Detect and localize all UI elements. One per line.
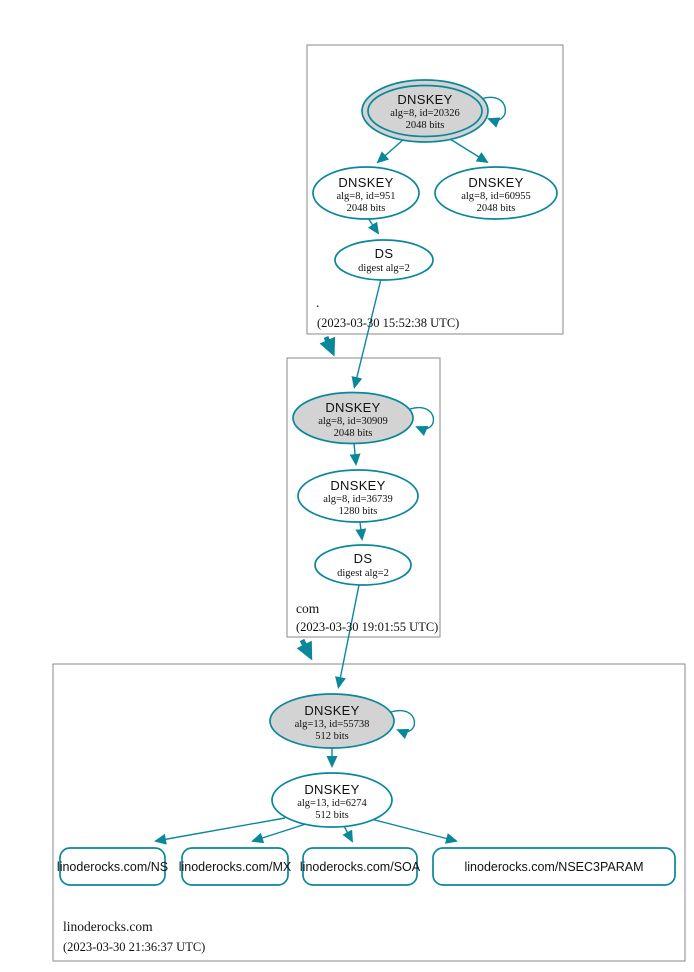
dnskey-zsk-com-detail: alg=8, id=36739	[323, 494, 393, 505]
zone-root: DNSKEY alg=8, id=20326 2048 bits DNSKEY …	[312, 79, 558, 330]
ds-root-title: DS	[375, 246, 394, 261]
ds-com-node[interactable]: DS digest alg=2	[314, 544, 412, 586]
ds-to-dnskey-arrow-com-linoderocks	[335, 584, 360, 689]
rrset-nsec3param-label: linoderocks.com/NSEC3PARAM	[465, 860, 644, 874]
rrset-ns-label: linoderocks.com/NS	[57, 860, 168, 874]
rrset-mx-label: linoderocks.com/MX	[179, 860, 292, 874]
zone-label-com: com	[296, 601, 320, 616]
edge-com-ksk-to-zsk	[349, 442, 361, 466]
zone-timestamp-linoderocks: (2023-03-30 21:36:37 UTC)	[63, 940, 205, 954]
zone-timestamp-root: (2023-03-30 15:52:38 UTC)	[317, 316, 459, 330]
dnskey-ksk-linoderocks-node[interactable]: DNSKEY alg=13, id=55738 512 bits	[269, 693, 395, 749]
dnskey-zsk-root-bits: 2048 bits	[347, 203, 386, 214]
ds-root-detail: digest alg=2	[358, 263, 410, 274]
dnskey-zsk-linoderocks-detail: alg=13, id=6274	[297, 798, 367, 809]
dnskey-zsk-linoderocks-bits: 512 bits	[315, 810, 349, 821]
trust-anchor-inner-ring	[367, 84, 483, 138]
dnskey-ksk-com-node[interactable]: DNSKEY alg=8, id=30909 2048 bits	[292, 391, 414, 445]
dnskey-ksk-linoderocks-detail: alg=13, id=55738	[295, 719, 370, 730]
dnskey-zsk-root-title: DNSKEY	[338, 175, 393, 190]
dnskey-ksk-root-title: DNSKEY	[397, 92, 452, 107]
edge-zsk-to-soa	[342, 825, 353, 843]
rrset-node-ns[interactable]: linoderocks.com/NS	[57, 847, 168, 886]
dnskey-zsk2-root-bits: 2048 bits	[477, 203, 516, 214]
rrset-node-soa[interactable]: linoderocks.com/SOA	[300, 847, 421, 886]
dnskey-zsk2-root-node[interactable]: DNSKEY alg=8, id=60955 2048 bits	[434, 166, 558, 220]
zone-box-com	[286, 357, 441, 638]
dnskey-ksk-root-bits: 2048 bits	[406, 120, 445, 131]
delegation-arrow-root-com	[319, 336, 336, 357]
dnskey-zsk2-root-title: DNSKEY	[468, 175, 523, 190]
dnskey-ksk-linoderocks-bits: 512 bits	[315, 731, 349, 742]
ds-com-detail: digest alg=2	[337, 568, 389, 579]
edge-zsk-to-mx	[251, 822, 310, 844]
zone-box-root	[306, 44, 564, 335]
dnskey-ksk-com-bits: 2048 bits	[334, 428, 373, 439]
zone-timestamp-com: (2023-03-30 19:01:55 UTC)	[296, 620, 438, 634]
edge-root-ksk-to-zsk2	[449, 138, 489, 164]
dnskey-zsk2-root-detail: alg=8, id=60955	[461, 191, 531, 202]
dnskey-ksk-linoderocks-title: DNSKEY	[304, 703, 359, 718]
dnskey-ksk-com-title: DNSKEY	[325, 400, 380, 415]
edge-root-zsk-to-ds	[367, 217, 380, 235]
dnskey-zsk-com-title: DNSKEY	[330, 478, 385, 493]
edge-zsk-to-ns	[154, 817, 286, 845]
zone-label-root: .	[316, 295, 319, 310]
delegation-arrow-com-linoderocks	[296, 638, 313, 661]
dnskey-zsk-linoderocks-title: DNSKEY	[304, 782, 359, 797]
rrset-soa-label: linoderocks.com/SOA	[300, 860, 421, 874]
rrset-node-nsec3param[interactable]: linoderocks.com/NSEC3PARAM	[432, 847, 676, 886]
edge-com-zsk-to-ds	[355, 521, 367, 541]
dnskey-ksk-com-detail: alg=8, id=30909	[318, 416, 388, 427]
edge-linoderocks-ksk-self-loop	[390, 709, 416, 740]
zone-com: DNSKEY alg=8, id=30909 2048 bits DNSKEY …	[292, 391, 438, 634]
edge-root-ksk-self-loop	[480, 96, 506, 128]
edge-zsk-to-nsec3param	[370, 818, 458, 844]
dnskey-zsk-root-node[interactable]: DNSKEY alg=8, id=951 2048 bits	[312, 166, 420, 220]
ds-com-title: DS	[354, 551, 373, 566]
dnskey-ksk-root-node[interactable]: DNSKEY alg=8, id=20326 2048 bits	[361, 79, 489, 143]
dnskey-zsk-linoderocks-node[interactable]: DNSKEY alg=13, id=6274 512 bits	[271, 772, 393, 828]
zone-linoderocks: DNSKEY alg=13, id=55738 512 bits DNSKEY …	[57, 693, 676, 954]
zone-label-linoderocks: linoderocks.com	[63, 919, 153, 934]
zone-box-linoderocks	[52, 663, 686, 962]
dnskey-ksk-root-detail: alg=8, id=20326	[390, 108, 460, 119]
dnskey-zsk-com-node[interactable]: DNSKEY alg=8, id=36739 1280 bits	[297, 469, 419, 523]
edge-com-ksk-self-loop	[409, 406, 435, 437]
dnskey-zsk-com-bits: 1280 bits	[339, 506, 378, 517]
ds-root-node[interactable]: DS digest alg=2	[334, 239, 434, 281]
ds-to-dnskey-arrow-root-com	[351, 278, 382, 389]
dnskey-zsk-root-detail: alg=8, id=951	[336, 191, 395, 202]
edge-root-ksk-to-zsk	[376, 138, 405, 164]
rrset-node-mx[interactable]: linoderocks.com/MX	[179, 847, 292, 886]
